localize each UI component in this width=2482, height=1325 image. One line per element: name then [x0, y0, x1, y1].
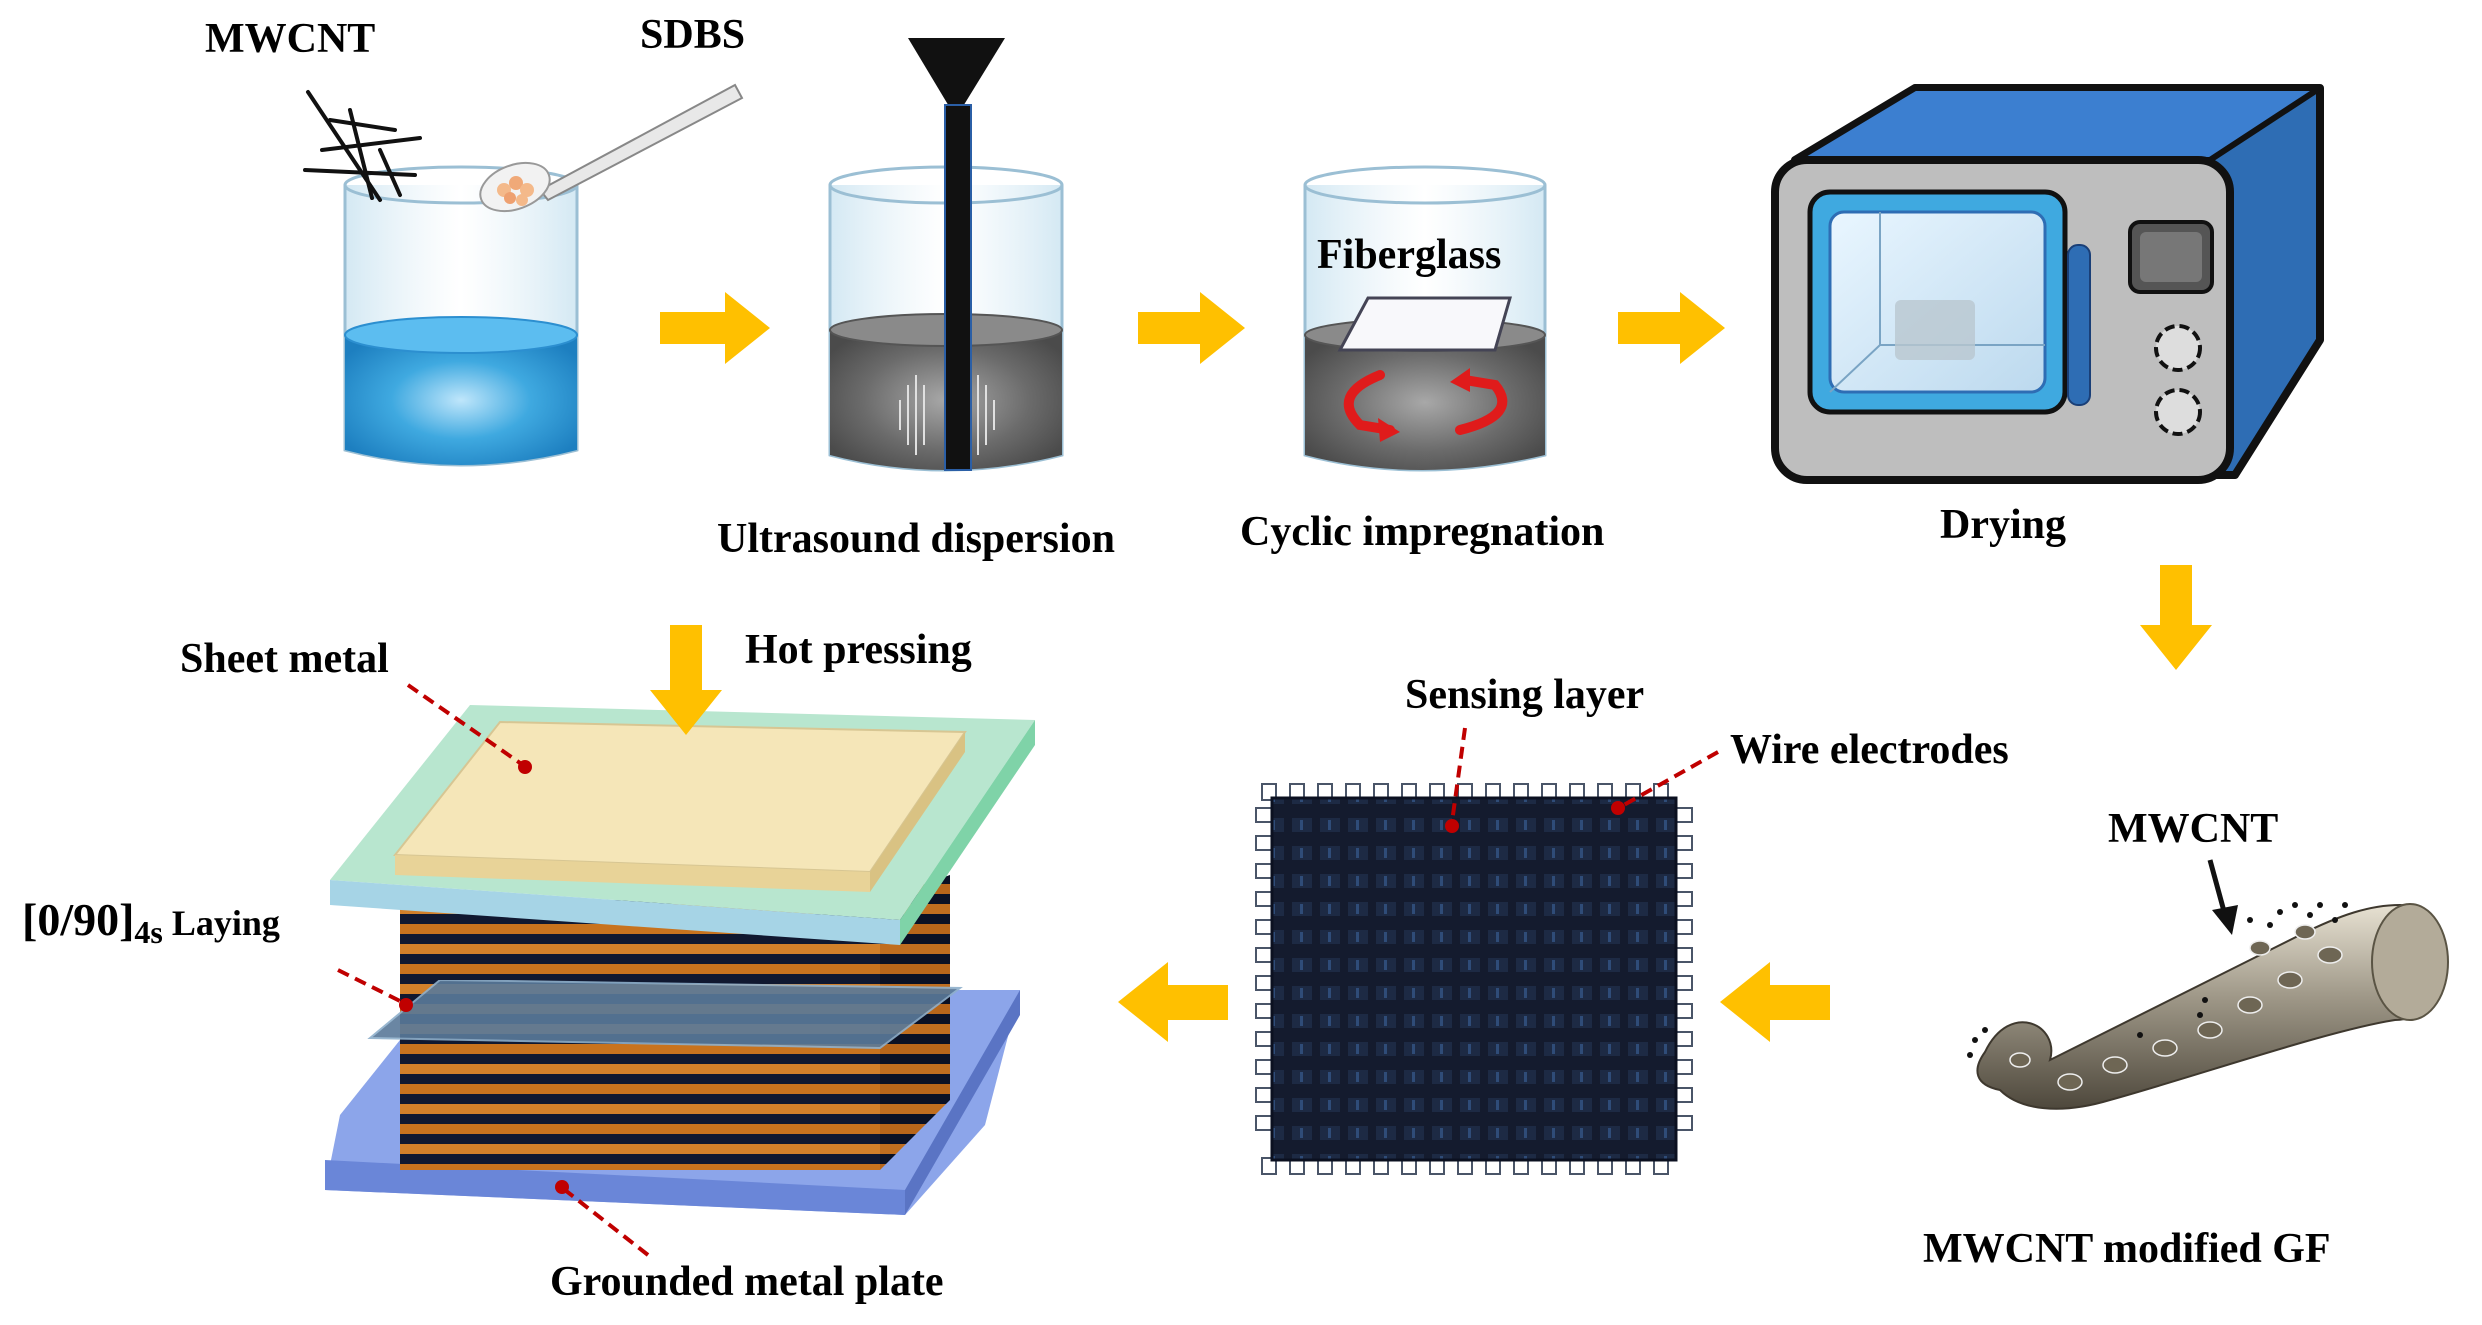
fiberglass-label: Fiberglass: [1317, 232, 1501, 278]
mwcnt-top-label: MWCNT: [205, 16, 375, 62]
left-arrow-icon: [1720, 962, 1830, 1042]
down-arrow-icon: [650, 625, 722, 735]
laying-leader: [337, 968, 413, 1012]
sheet-metal-label: Sheet metal: [180, 636, 389, 682]
mwcnt-modified-label: MWCNT modified GF: [1923, 1226, 2331, 1272]
oven-icon: [1771, 84, 2324, 484]
grounded-leader: [555, 1180, 650, 1257]
probe-icon: [908, 38, 1005, 471]
fiber-icon: [1967, 902, 2449, 1110]
electrodes-leader: [1611, 750, 1719, 815]
laying-label: [0/90]4s Laying: [22, 894, 280, 950]
cyclic-label: Cyclic impregnation: [1240, 509, 1604, 555]
laying-suffix: Laying: [163, 903, 280, 943]
beaker-impregnation: [1303, 165, 1547, 472]
mwcnt-fiber-label: MWCNT: [2108, 806, 2278, 852]
swirl-left-icon: [1343, 370, 1395, 435]
down-arrow-icon: [2140, 565, 2212, 670]
ultrasound-label: Ultrasound dispersion: [717, 516, 1115, 562]
mwcnt-sticks-icon: [303, 90, 422, 202]
drying-label: Drying: [1940, 502, 2066, 548]
fiberglass-sheet: [1337, 296, 1512, 352]
hot-pressing-label: Hot pressing: [745, 627, 972, 673]
wire-electrodes-label: Wire electrodes: [1730, 727, 2009, 773]
grounded-plate-label: Grounded metal plate: [550, 1259, 944, 1305]
sdbs-label: SDBS: [640, 12, 745, 58]
down-pointer-icon: [2207, 859, 2238, 935]
sensing-layer-label: Sensing layer: [1405, 672, 1644, 718]
left-arrow-icon: [1118, 962, 1228, 1042]
laying-subscript: 4s: [134, 914, 162, 950]
sensing-leader: [1445, 727, 1467, 833]
right-arrow-icon: [1138, 292, 1245, 364]
laminate-stack: [325, 705, 1035, 1215]
spoon-icon: [479, 83, 744, 213]
sheet-metal-leader: [406, 683, 532, 774]
right-arrow-icon: [1618, 292, 1725, 364]
beaker-water: [343, 165, 579, 467]
right-arrow-icon: [660, 292, 770, 364]
laying-prefix: [0/90]: [22, 894, 134, 945]
swirl-right-icon: [1455, 375, 1508, 435]
sensing-layer-grid: [1255, 783, 1693, 1175]
